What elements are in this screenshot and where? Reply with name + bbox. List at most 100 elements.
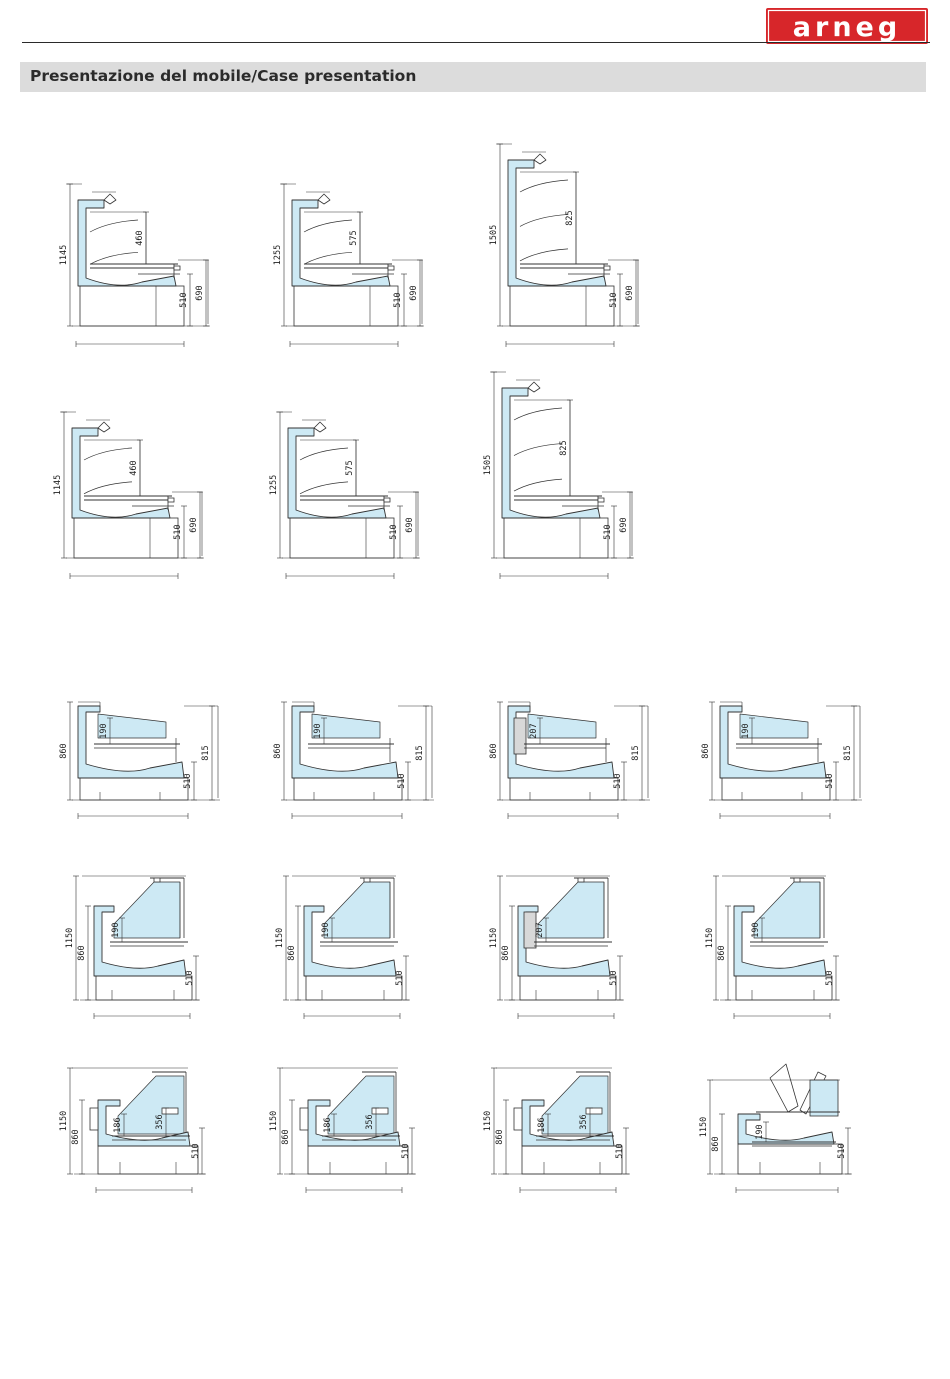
case-base: [519, 975, 617, 1001]
case-body: [501, 387, 601, 519]
height-dimension: 1150: [59, 1111, 69, 1131]
shelf: [303, 251, 353, 265]
serve-shelf-bracket: [513, 1107, 523, 1131]
secondary-height-dimension: 860: [77, 945, 87, 960]
canopy-glass: [739, 713, 809, 739]
inner-height-dimension: 190: [321, 922, 331, 937]
counter-height-dimension: 815: [201, 745, 211, 760]
logo-text: arneg: [793, 12, 901, 43]
upper-inner-dimension: 356: [365, 1114, 375, 1129]
insulation-block: [523, 911, 537, 949]
inner-height-dimension: 460: [129, 460, 139, 475]
logo-inner-border: [767, 9, 927, 43]
height-dimension: 1255: [273, 245, 283, 265]
height-dimension: 1150: [483, 1111, 493, 1131]
base-height-dimension: 510: [393, 292, 403, 307]
secondary-height-dimension: 860: [71, 1129, 81, 1144]
shelf: [83, 481, 133, 495]
case-body: [303, 905, 397, 977]
case-body: [737, 1113, 835, 1145]
inner-height-dimension: 190: [99, 723, 109, 738]
height-dimension: 1505: [483, 455, 493, 475]
logo-plate: [766, 8, 928, 44]
case-base: [95, 975, 193, 1001]
base-height-dimension: 510: [389, 524, 399, 539]
canopy-lamp: [533, 153, 547, 165]
case-body: [291, 199, 391, 287]
case-base: [293, 285, 399, 327]
case-edge: [387, 265, 395, 271]
glass-front: [323, 881, 391, 939]
upper-shelf: [161, 1107, 179, 1115]
upper-inner-dimension: 356: [155, 1114, 165, 1129]
case-edge: [167, 497, 175, 503]
height-dimension: 1150: [275, 928, 285, 948]
case-drawing-1-2: 1255 575 510 690: [273, 183, 424, 347]
case-base: [79, 285, 185, 327]
height-dimension: 860: [59, 743, 69, 758]
shelf: [89, 219, 139, 233]
shelf: [89, 251, 139, 265]
height-dimension: 1255: [269, 475, 279, 495]
counter-height-dimension: 690: [195, 285, 205, 300]
case-body: [77, 705, 185, 779]
case-body: [507, 159, 607, 287]
canopy-glass: [527, 713, 597, 739]
shelf: [299, 447, 349, 461]
counter-height-dimension: 690: [409, 285, 419, 300]
inner-height-dimension: 460: [135, 230, 145, 245]
case-base: [503, 517, 609, 559]
height-dimension: 860: [489, 743, 499, 758]
lamp-housing: [793, 877, 801, 883]
case-base: [289, 517, 395, 559]
inner-height-dimension: 825: [565, 210, 575, 225]
canopy-lamp: [317, 193, 331, 205]
case-body: [517, 905, 611, 977]
counter-height-dimension: 815: [415, 745, 425, 760]
upper-inner-dimension: 356: [579, 1114, 589, 1129]
case-edge: [603, 265, 611, 271]
glass-front: [537, 881, 605, 939]
case-base: [97, 1145, 199, 1175]
inner-height-dimension: 207: [535, 922, 545, 937]
inner-height-dimension: 186: [537, 1117, 547, 1132]
case-base: [305, 975, 403, 1001]
inner-height-dimension: 190: [313, 723, 323, 738]
case-base: [73, 517, 179, 559]
case-base: [307, 1145, 409, 1175]
base-height-dimension: 510: [825, 970, 835, 985]
base-height-dimension: 510: [825, 773, 835, 788]
upper-shelf: [585, 1107, 603, 1115]
serve-shelf-bracket: [299, 1107, 309, 1131]
base-height-dimension: 510: [185, 970, 195, 985]
case-body: [287, 427, 387, 519]
inner-height-dimension: 575: [349, 230, 359, 245]
base-height-dimension: 510: [395, 970, 405, 985]
title-bar: Presentazione del mobile/Case presentati…: [20, 62, 926, 92]
canopy-lamp: [97, 421, 111, 433]
glass-front: [113, 881, 181, 939]
case-base: [521, 1145, 623, 1175]
canopy-lamp: [313, 421, 327, 433]
glass-front: [117, 1075, 185, 1135]
case-base: [293, 777, 403, 801]
case-body: [733, 905, 827, 977]
height-dimension: 1150: [699, 1117, 709, 1137]
inner-height-dimension: 190: [741, 723, 751, 738]
page-title: Presentazione del mobile/Case presentati…: [30, 67, 417, 85]
